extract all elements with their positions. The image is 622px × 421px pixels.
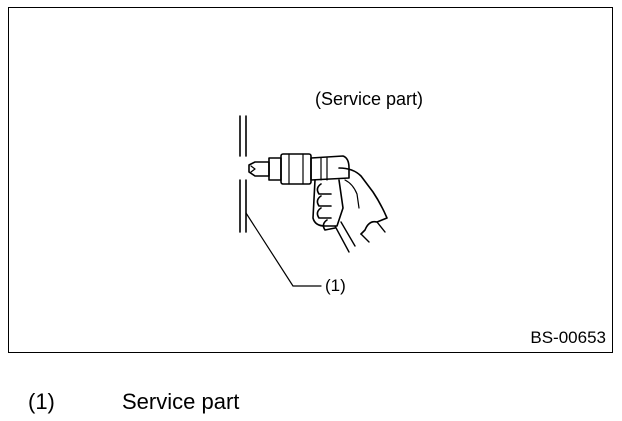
drill-bit	[248, 161, 270, 177]
drill-barrel	[280, 153, 312, 185]
figure-code: BS-00653	[530, 328, 606, 347]
drill-body	[310, 155, 350, 181]
hand-outline	[338, 167, 388, 235]
callout-number: (1)	[325, 276, 346, 295]
air-drill-illustration	[239, 115, 388, 287]
service-part-label: (Service part)	[315, 89, 424, 109]
drill-chuck	[268, 157, 282, 181]
legend-item-number: (1)	[28, 389, 55, 414]
callout-leader-line	[245, 212, 322, 287]
air-hose	[334, 221, 356, 253]
drill-grip	[312, 179, 344, 227]
legend-item-text: Service part	[122, 389, 240, 414]
figure-frame: (Service part) (1) BS-00653	[8, 7, 613, 353]
